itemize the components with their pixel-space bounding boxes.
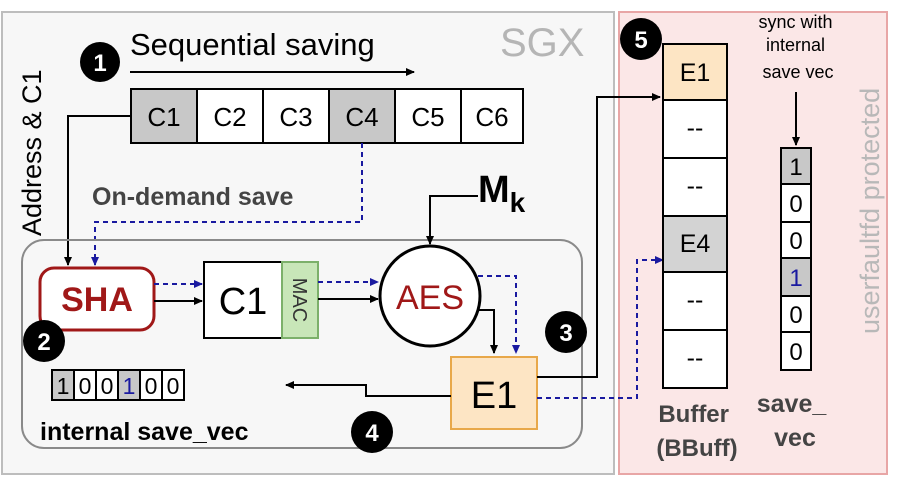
internal-vec-value-4: 0	[145, 373, 158, 399]
chunk-c3-label: C3	[279, 102, 312, 132]
save-vec-value-0: 1	[789, 154, 802, 181]
chunk-c1-label: C1	[147, 102, 180, 132]
save-vec-value-1: 0	[789, 191, 802, 218]
internal-vec-value-0: 1	[57, 373, 70, 399]
userfaultfd-label: userfaultfd protected	[855, 88, 885, 334]
mk-label: Mk	[478, 169, 526, 218]
chunk-c6-label: C6	[475, 102, 508, 132]
on-demand-save-label: On-demand save	[92, 183, 294, 211]
step-5-number: 5	[634, 27, 647, 54]
c1-block-label: C1	[219, 281, 268, 323]
c1-block-box	[203, 261, 283, 339]
aes-label: AES	[396, 279, 464, 317]
chunk-c2-label: C2	[213, 102, 246, 132]
save-vec-value-5: 0	[789, 339, 802, 366]
sequential-saving-label: Sequential saving	[130, 27, 375, 62]
e1-to-buffer-arrow	[537, 93, 661, 378]
buffer-label-4: --	[687, 286, 704, 314]
save-vec-value-4: 0	[789, 302, 802, 329]
chunk-c2-box	[196, 88, 264, 144]
save-vec-cell-5	[780, 331, 812, 371]
buffer-label: Buffer (BBuff)	[656, 401, 737, 462]
buffer-label-1: --	[687, 114, 704, 142]
save-vec-value-2: 0	[789, 228, 802, 255]
chunk-cell: C1	[130, 88, 198, 144]
step-4-number: 4	[365, 420, 379, 447]
chunk-c3-box	[262, 88, 330, 144]
chunk-c6-box	[460, 88, 524, 144]
aes-to-e1-arrow	[478, 309, 498, 354]
e1-to-buffer-dashed-arrow	[537, 256, 664, 399]
save-vec-cell-1	[780, 183, 812, 223]
step-2-badge	[23, 320, 65, 362]
chunk-cell: C3	[262, 88, 330, 144]
buffer-label-2: --	[687, 172, 704, 200]
step-2-number: 2	[37, 329, 50, 356]
on-demand-arrow	[91, 143, 363, 266]
internal-vec-cell-5	[161, 369, 185, 401]
chunk-c4-label: C4	[345, 102, 378, 132]
buffer-cell-4	[662, 271, 728, 331]
buffer-cell-1	[662, 99, 728, 159]
sgx-label: SGX	[500, 21, 584, 65]
chunk-row: C1 C2 C3 C4 C5 C6	[130, 88, 524, 144]
internal-vec-value-5: 0	[167, 373, 180, 399]
step-5-badge	[620, 18, 662, 60]
sha-box	[38, 266, 156, 332]
step-1-number: 1	[93, 50, 106, 77]
internal-vec-value-2: 0	[101, 373, 114, 399]
chunk-cell: C2	[196, 88, 264, 144]
chunk-cell: C4	[328, 88, 396, 144]
chunk-cell: C5	[394, 88, 462, 144]
internal-vec-value-1: 0	[79, 373, 92, 399]
chunk-c1-box	[130, 88, 198, 144]
buffer-label-3: E4	[680, 230, 711, 258]
step-3-badge	[545, 311, 587, 353]
aes-to-e1-dashed-arrow	[478, 275, 520, 354]
save-vec-value-3: 1	[789, 265, 802, 292]
e1-to-save-vec-arrow	[285, 381, 451, 397]
buffer-label-0: E1	[680, 59, 711, 87]
mk-to-aes-arrow	[426, 195, 478, 245]
mac-label: MAC	[288, 278, 310, 322]
e1-box	[450, 356, 538, 430]
buffer-cell-3	[662, 215, 728, 273]
chunk-c5-label: C5	[411, 102, 444, 132]
internal-vec-value-3: 1	[123, 373, 136, 399]
buffer-cell-5	[662, 329, 728, 389]
buffer-column: E1 -- -- E4 -- --	[662, 43, 728, 389]
save-vec-column: 1 0 0 1 0 0	[780, 147, 812, 371]
address-label: Address & C1	[17, 69, 47, 236]
save-vec-cell-3	[780, 257, 812, 297]
chunk-c4-box	[328, 88, 396, 144]
chunk-to-sha-arrow	[64, 115, 131, 266]
sha-label: SHA	[61, 281, 133, 319]
buffer-cell-0	[662, 43, 728, 101]
e1-label: E1	[471, 375, 517, 417]
step-4-badge	[351, 411, 393, 453]
buffer-label-5: --	[687, 344, 704, 372]
save-vec-label: save_ vec	[757, 390, 833, 452]
chunk-c5-box	[394, 88, 462, 144]
step-3-number: 3	[559, 320, 572, 347]
save-vec-cell-4	[780, 295, 812, 333]
sync-note: sync with internal save vec	[758, 12, 837, 82]
internal-save-vec: 1 0 0 1 0 0	[51, 369, 185, 401]
chunk-cell: C6	[460, 88, 524, 144]
internal-save-vec-label: internal save_vec	[40, 418, 249, 446]
step-1-badge	[80, 42, 120, 82]
aes-circle	[378, 244, 482, 348]
